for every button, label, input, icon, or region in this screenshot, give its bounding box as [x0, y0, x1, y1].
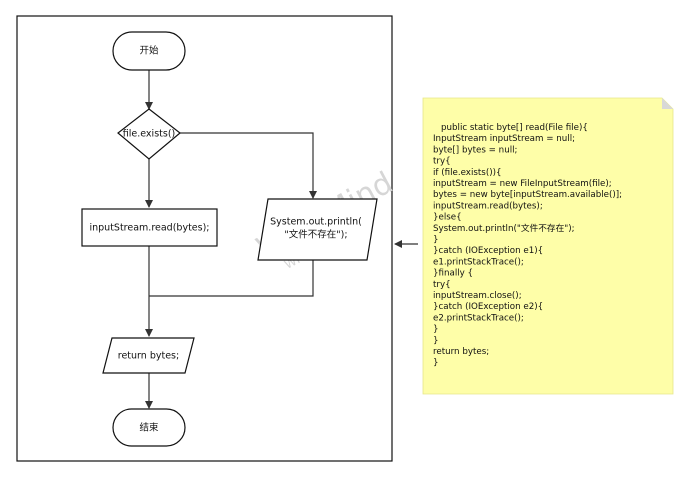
read-node-label: inputStream.read(bytes);: [89, 223, 209, 234]
start-node-label: 开始: [139, 45, 159, 57]
code-line: e2.printStackTrace();: [433, 313, 524, 323]
code-line: }: [433, 235, 439, 245]
diagram-frame: [16, 15, 393, 462]
start-node: [112, 31, 186, 71]
code-line: }else{: [433, 213, 462, 223]
flow-connectors: [145, 70, 418, 409]
code-line: }catch (IOException e1){: [433, 246, 543, 256]
code-line: bytes = new byte[inputStream.available()…: [433, 190, 622, 200]
end-node-label: 结束: [139, 422, 159, 434]
print-node-label-line2: "文件不存在");: [284, 229, 347, 241]
code-line: if (file.exists()){: [433, 168, 502, 178]
code-line: inputStream = new FileInputStream(file);: [433, 179, 612, 189]
code-line: InputStream inputStream = null;: [433, 134, 575, 144]
code-note-fold: [662, 98, 673, 109]
code-line: }: [433, 336, 439, 346]
code-line: }finally {: [433, 269, 473, 279]
code-line: try{: [433, 280, 451, 290]
condition-node-label: file.exists(): [123, 129, 175, 140]
code-lines: public static byte[] read(File file){Inp…: [433, 123, 622, 368]
return-node-label: return bytes;: [118, 351, 179, 362]
code-line: byte[] bytes = null;: [433, 145, 517, 155]
code-line: }catch (IOException e2){: [433, 302, 543, 312]
code-line: inputStream.read(bytes);: [433, 201, 543, 211]
line-print-merge: [149, 260, 314, 297]
end-node: [112, 408, 186, 447]
code-line: return bytes;: [433, 347, 489, 357]
code-line: inputStream.close();: [433, 291, 522, 301]
code-line: public static byte[] read(File file){: [441, 123, 588, 133]
code-line: }: [433, 325, 439, 335]
code-note: [422, 97, 674, 395]
code-line: try{: [433, 157, 451, 167]
code-line: }: [433, 358, 439, 368]
read-node: [81, 208, 218, 247]
arrow-condition-to-print: [180, 132, 317, 199]
print-node: [257, 198, 378, 261]
code-line: System.out.println("文件不存在");: [433, 222, 575, 234]
condition-node: [117, 108, 181, 160]
print-node-label-line1: System.out.println(: [270, 217, 362, 228]
return-node: [102, 337, 195, 374]
code-line: e1.printStackTrace();: [433, 257, 524, 267]
